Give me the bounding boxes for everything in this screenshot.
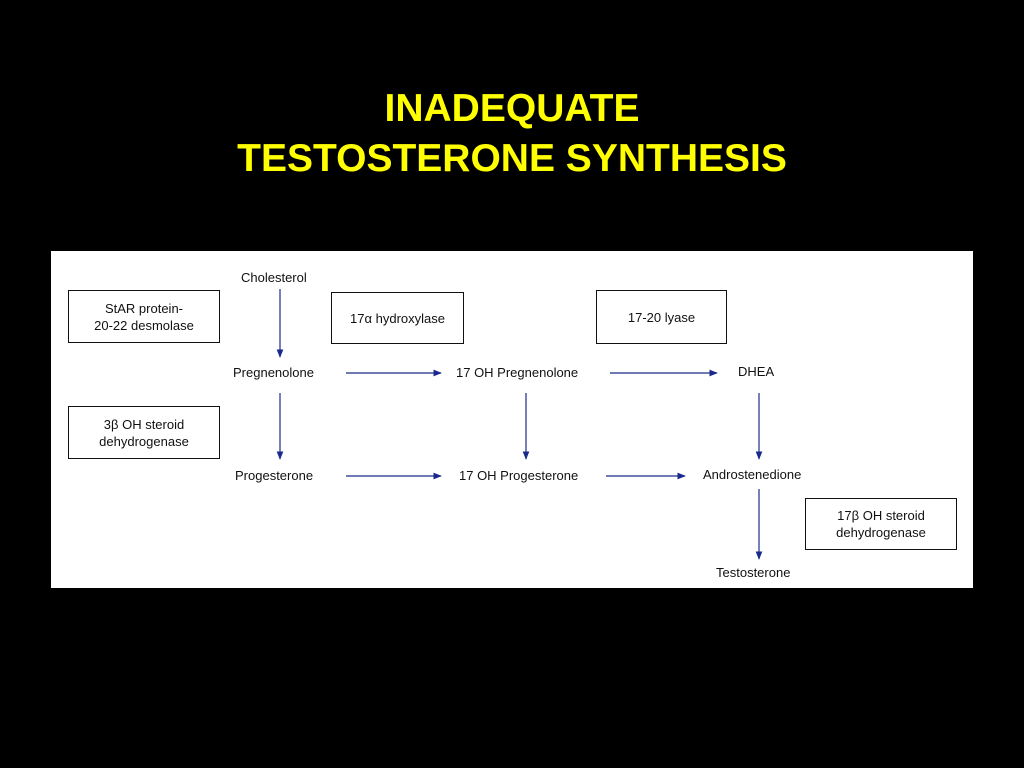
- node-pregnenolone: Pregnenolone: [233, 365, 314, 380]
- pathway-arrows: [276, 289, 763, 560]
- title-line-1: INADEQUATE: [384, 87, 640, 130]
- enzyme-17b-hsd-line-2: dehydrogenase: [836, 525, 926, 540]
- enzyme-star-desmolase: StAR protein- 20-22 desmolase: [68, 290, 220, 343]
- enzyme-17-20-lyase-label: 17-20 lyase: [627, 309, 696, 325]
- node-testosterone: Testosterone: [716, 565, 791, 580]
- node-17oh-progesterone: 17 OH Progesterone: [459, 468, 579, 483]
- pathway-diagram: Cholesterol Pregnenolone 17 OH Pregnenol…: [51, 251, 973, 588]
- node-cholesterol: Cholesterol: [241, 270, 307, 285]
- enzyme-17-20-lyase: 17-20 lyase: [596, 290, 727, 344]
- node-17oh-pregnenolone: 17 OH Pregnenolone: [456, 365, 579, 380]
- enzyme-17a-hydroxylase: 17α hydroxylase: [331, 292, 464, 344]
- enzyme-3b-hsd-line-1: 3β OH steroid: [103, 416, 185, 432]
- enzyme-star-line-2: 20-22 desmolase: [94, 317, 194, 333]
- enzyme-17b-hsd-line-1: 17β OH steroid: [837, 508, 925, 523]
- title-line-2: TESTOSTERONE SYNTHESIS: [237, 137, 787, 180]
- node-dhea: DHEA: [738, 364, 775, 379]
- node-progesterone: Progesterone: [235, 468, 314, 483]
- enzyme-3b-hsd: 3β OH steroid dehydrogenase: [68, 406, 220, 459]
- node-androstenedione: Androstenedione: [703, 467, 802, 482]
- enzyme-star-line-1: StAR protein-: [104, 300, 184, 316]
- slide-title: INADEQUATE TESTOSTERONE SYNTHESIS: [0, 84, 1024, 184]
- enzyme-3b-hsd-line-2: dehydrogenase: [99, 433, 189, 449]
- enzyme-17a-hydroxylase-label: 17α hydroxylase: [350, 310, 445, 326]
- enzyme-17b-hsd: 17β OH steroid dehydrogenase: [805, 498, 957, 550]
